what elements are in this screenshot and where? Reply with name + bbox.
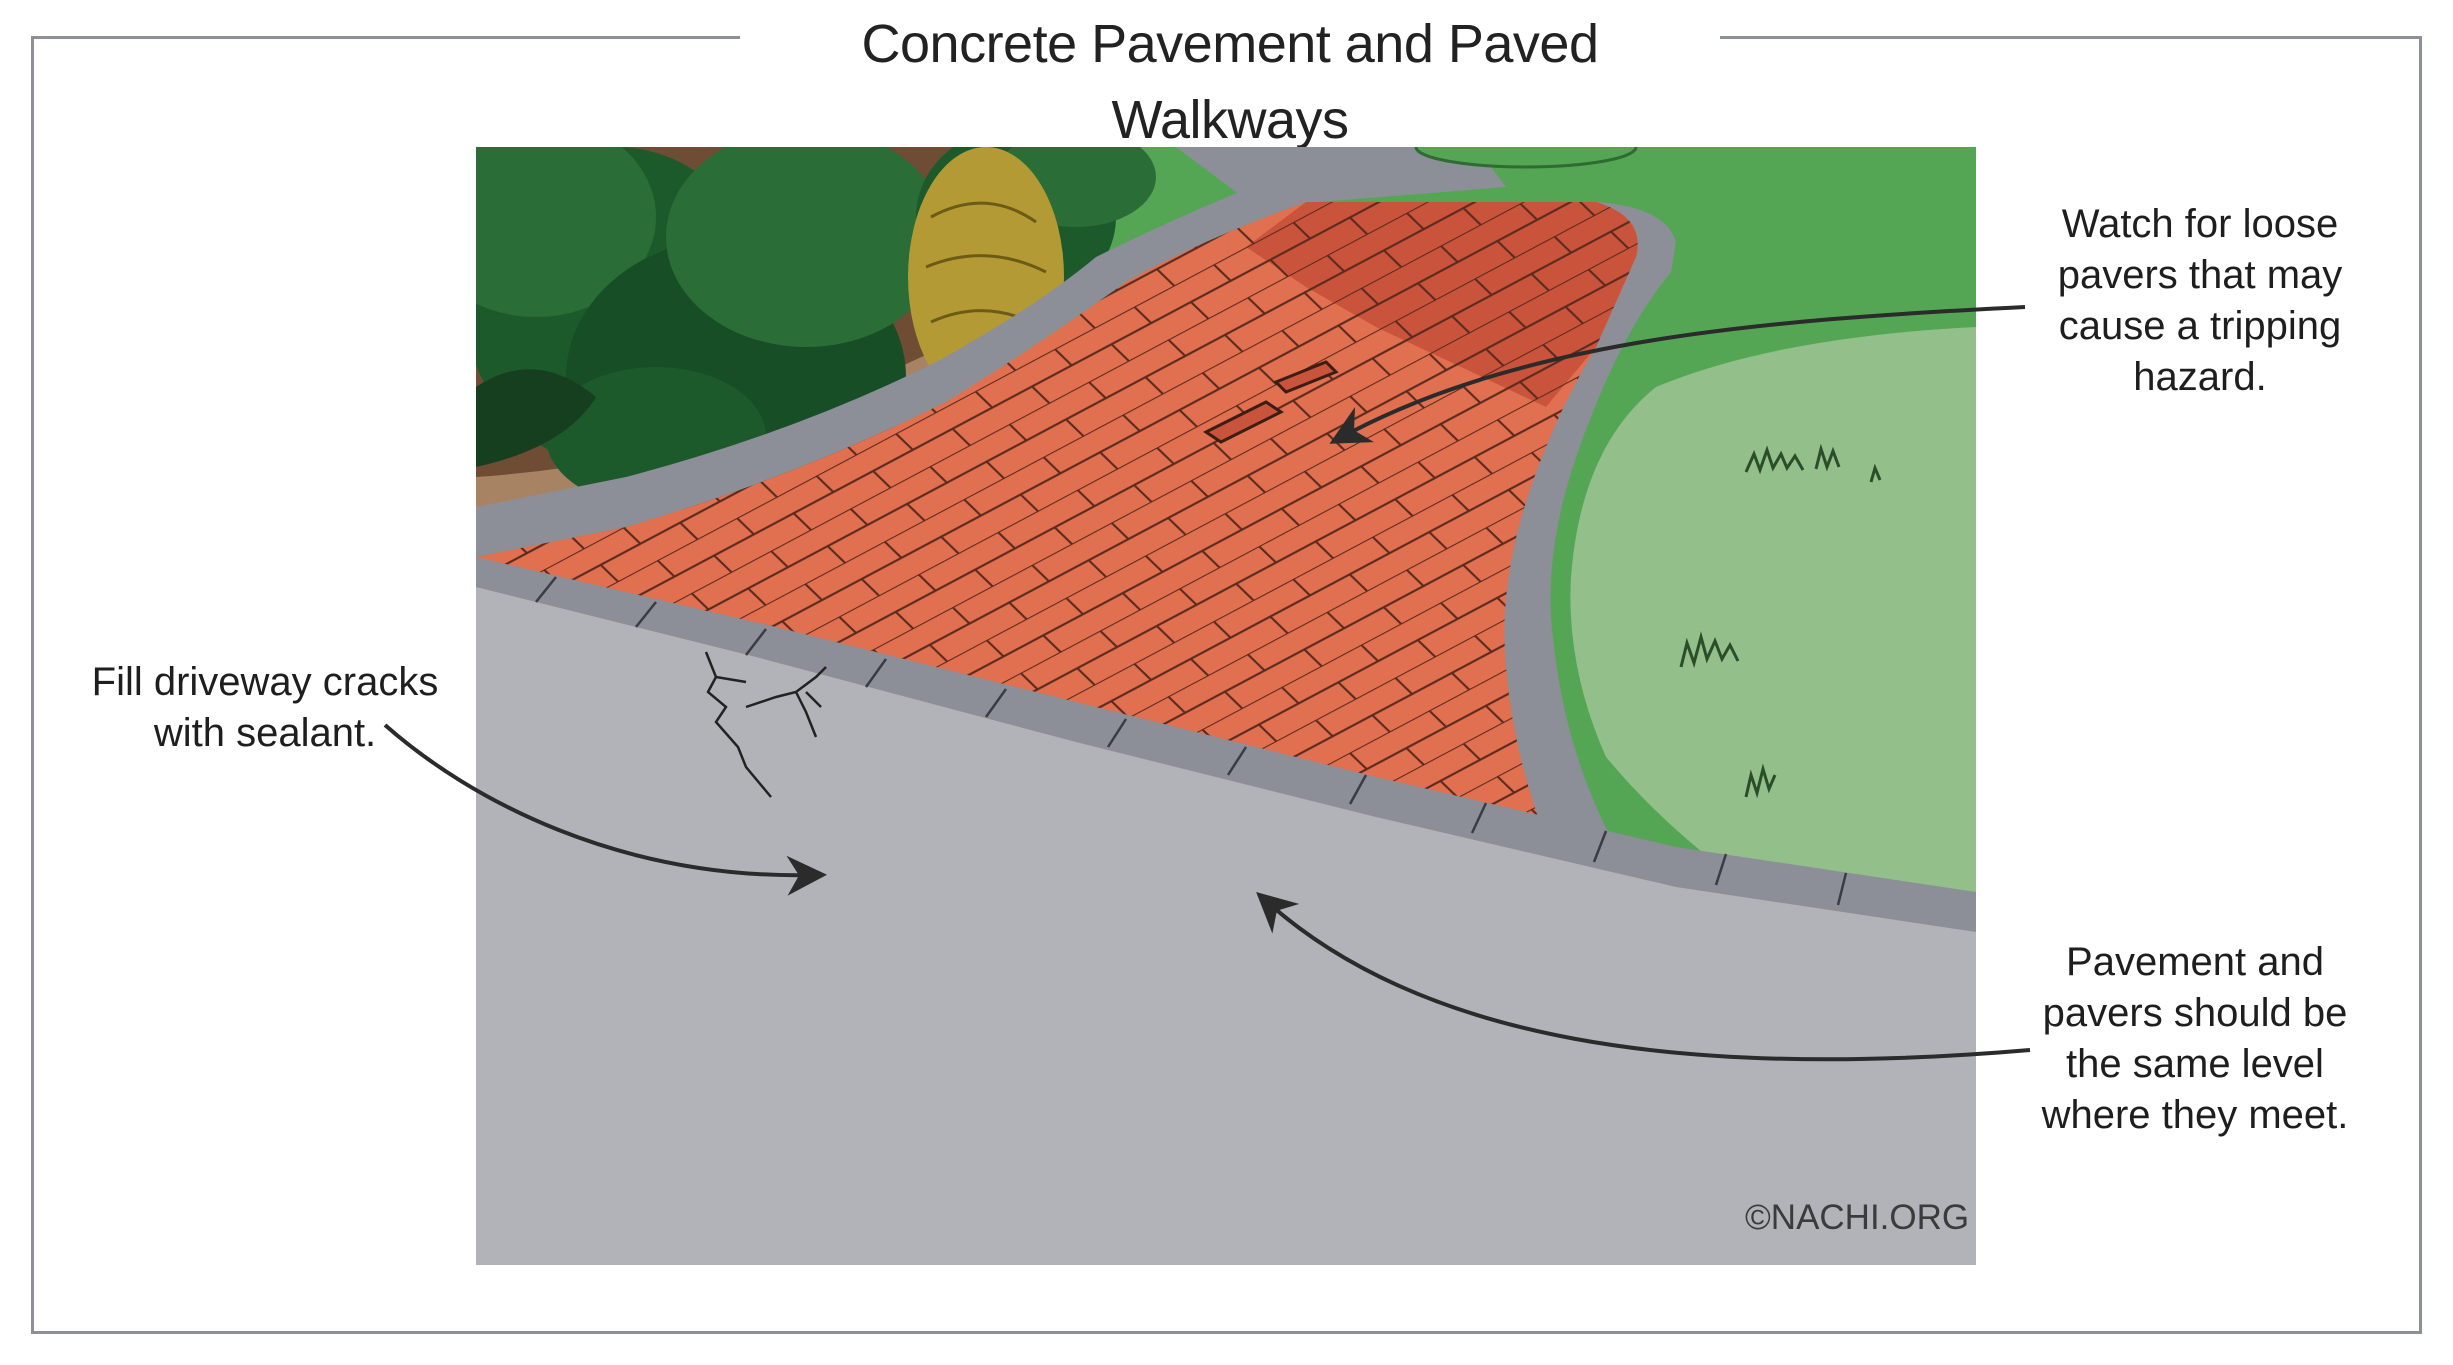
loose-pavers-callout-line-3: cause a tripping [2058,304,2342,348]
grass-tufts [1679,443,1882,799]
concrete-pavement [476,567,1976,1265]
driveway-walkway-illustration [476,147,1976,1265]
diagram-title: Concrete Pavement and Paved Walkways [740,6,1720,150]
cracks-callout: Fill driveway cracks with sealant. [70,657,460,759]
level-callout-line-3: the same level [2066,1042,2324,1086]
level-callout-line-1: Pavement and [2066,940,2324,984]
level-callout-line-4: where they meet. [2041,1093,2349,1137]
walkway-edge-left [476,177,1306,557]
cracks-callout-line-1: Fill driveway cracks [91,660,439,704]
loose-pavers-callout-line-2: pavers that may [2057,253,2343,297]
loose-pavers [1203,360,1339,444]
loose-pavers-callout: Watch for loose pavers that may cause a … [2010,199,2390,403]
cracks-callout-line-2: with sealant. [153,711,377,755]
edging-joints [535,576,1848,906]
front-lawn [1570,327,1976,1007]
copyright-notice: ©NACHI.ORG [1745,1198,1970,1237]
front-edging [476,557,1976,932]
level-callout-line-2: pavers should be [2042,991,2348,1035]
loose-pavers-callout-line-4: hazard. [2133,355,2267,399]
back-bush [1414,147,1638,169]
level-callout: Pavement and pavers should be the same l… [2020,937,2370,1141]
loose-pavers-callout-line-1: Watch for loose [2061,202,2339,246]
